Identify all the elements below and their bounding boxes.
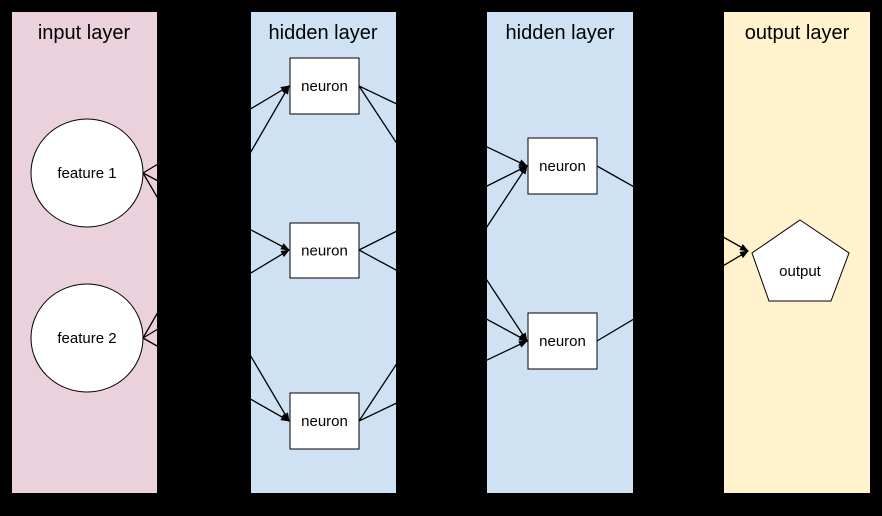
node-feature-1-label: feature 1	[57, 165, 116, 182]
edge-h1-neuron-2-to-h2-neuron-2	[358, 249, 528, 342]
edge-h2-neuron-1-to-output-node	[596, 165, 749, 252]
edge-feature-2-to-h1-neuron-3	[142, 337, 290, 422]
edge-feature-2-to-h1-neuron-2	[142, 249, 290, 339]
layer-title-input: input layer	[38, 22, 131, 44]
edge-feature-1-to-h1-neuron-3	[142, 172, 290, 422]
layer-panel-input	[12, 12, 157, 493]
edge-feature-1-to-h1-neuron-1	[142, 85, 290, 174]
edge-h1-neuron-2-to-h2-neuron-1	[358, 165, 528, 251]
node-h2-neuron-2-shape	[527, 312, 598, 370]
edge-h1-neuron-3-to-h2-neuron-2	[358, 340, 528, 422]
node-feature-2-shape	[30, 283, 144, 393]
node-h1-neuron-2-shape	[289, 222, 360, 279]
edge-h1-neuron-1-to-h2-neuron-1	[358, 85, 528, 167]
node-h1-neuron-1-shape	[289, 57, 360, 115]
node-h2-neuron-1-label: neuron	[539, 158, 586, 175]
node-h1-neuron-2-label: neuron	[301, 243, 348, 260]
node-h1-neuron-3-shape	[289, 392, 360, 450]
layer-title-hidden1: hidden layer	[269, 22, 378, 44]
layer-panel-hidden2	[487, 12, 633, 493]
node-h1-neuron-1-label: neuron	[301, 78, 348, 95]
node-output-node-label: output	[779, 263, 822, 280]
edge-h2-neuron-2-to-output-node	[596, 250, 749, 342]
node-feature-2-label: feature 2	[57, 330, 116, 347]
node-h2-neuron-1-shape	[527, 137, 598, 195]
layer-title-output: output layer	[745, 22, 850, 44]
node-feature-1-shape	[30, 118, 144, 228]
edge-feature-2-to-h1-neuron-1	[142, 85, 290, 339]
node-output-node-shape	[751, 219, 850, 302]
edge-h1-neuron-3-to-h2-neuron-1	[358, 165, 528, 422]
node-h2-neuron-2-label: neuron	[539, 333, 586, 350]
layer-title-hidden2: hidden layer	[506, 22, 615, 44]
edge-h1-neuron-1-to-h2-neuron-2	[358, 85, 528, 342]
node-h1-neuron-3-label: neuron	[301, 413, 348, 430]
